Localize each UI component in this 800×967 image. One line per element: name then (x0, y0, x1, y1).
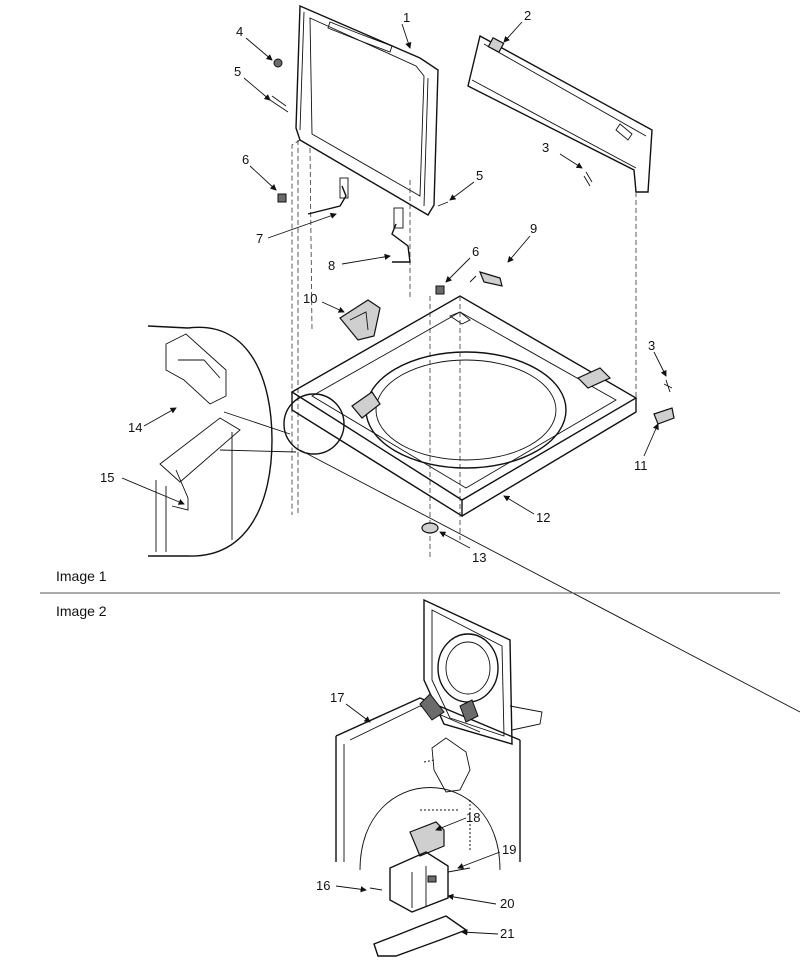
fasteners (269, 58, 673, 393)
top-cabinet-part (290, 295, 638, 560)
bracket-18 (409, 821, 445, 857)
callout-3-right: 3 (648, 338, 655, 353)
cabinet-body (335, 693, 521, 871)
screw-5-left (269, 95, 289, 113)
leader-lines-image2 (335, 703, 501, 936)
callout-13: 13 (472, 550, 486, 565)
image-1-caption: Image 1 (56, 568, 107, 584)
lid-switch-part (653, 407, 675, 425)
callout-3-top: 3 (542, 140, 549, 155)
callouts-image1: 1 2 3 4 5 5 6 6 7 8 9 10 3 11 12 13 14 1… (100, 8, 655, 565)
callout-7: 7 (256, 231, 263, 246)
screw-4 (273, 58, 283, 68)
callout-18: 18 (466, 810, 480, 825)
callout-6-left: 6 (242, 152, 249, 167)
bracket-20 (389, 851, 449, 913)
lid-part (291, 4, 439, 515)
clip-6-mid (435, 285, 445, 295)
foot-part (421, 522, 439, 534)
callout-10: 10 (303, 291, 317, 306)
screw-3-right (663, 379, 673, 393)
callout-2: 2 (524, 8, 531, 23)
hinge-detail-magnifier (147, 325, 800, 713)
callout-17: 17 (330, 690, 344, 705)
callout-14: 14 (128, 420, 142, 435)
image-1-view: 1 2 3 4 5 5 6 6 7 8 9 10 3 11 12 13 14 1… (56, 4, 800, 713)
image-2-caption: Image 2 (56, 603, 107, 619)
callout-9: 9 (530, 221, 537, 236)
screw-5-right (437, 201, 449, 207)
dispenser-part (339, 299, 381, 341)
switch-part (469, 271, 503, 287)
callout-19: 19 (502, 842, 516, 857)
callout-21: 21 (500, 926, 514, 941)
callout-12: 12 (536, 510, 550, 525)
leader-lines (121, 21, 667, 549)
callout-11: 11 (634, 458, 648, 473)
open-lid-part (423, 598, 543, 745)
screw-3-top (583, 171, 593, 187)
image-2-view: Image 2 (56, 598, 543, 957)
callout-20: 20 (500, 896, 514, 911)
callout-15: 15 (100, 470, 114, 485)
callout-16: 16 (316, 878, 330, 893)
rear-panel-part (467, 34, 653, 400)
callout-5-left: 5 (234, 64, 241, 79)
bracket-21 (373, 915, 468, 957)
hinge-bracket-detail (369, 737, 471, 957)
clip-6-left (277, 193, 287, 203)
callout-6-mid: 6 (472, 244, 479, 259)
callout-8: 8 (328, 258, 335, 273)
callout-5-right: 5 (476, 168, 483, 183)
callout-1: 1 (403, 10, 410, 25)
callouts-image2: 17 18 19 16 20 21 (316, 690, 516, 941)
hinge-rods (307, 177, 411, 263)
callout-4: 4 (236, 24, 243, 39)
